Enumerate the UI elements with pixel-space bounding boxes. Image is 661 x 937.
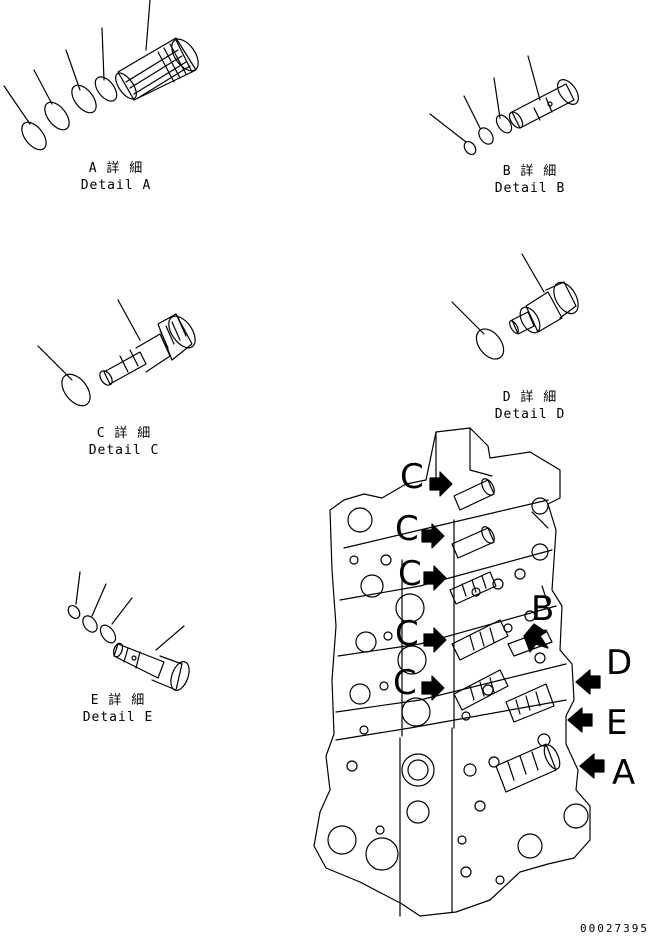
detail-c-caption-en: Detail C — [88, 443, 160, 458]
marker-b: B — [531, 589, 555, 629]
control-valve-assembly — [313, 427, 605, 917]
arrow-c1 — [429, 471, 453, 497]
marker-e: E — [606, 703, 628, 743]
marker-c3: C — [398, 554, 422, 594]
detail-c-caption: C 詳 細 Detail C — [78, 425, 170, 459]
arrow-c3 — [423, 565, 447, 591]
detail-a-caption-ja: A 詳 細 — [88, 161, 144, 176]
detail-d-drawing — [451, 253, 579, 360]
detail-e-caption: E 詳 細 Detail E — [72, 692, 164, 726]
detail-a-drawing — [3, 0, 199, 151]
marker-c2: C — [395, 509, 419, 549]
detail-a-caption: A 詳 細 Detail A — [70, 160, 162, 194]
arrow-e — [567, 707, 593, 733]
detail-e-caption-en: Detail E — [82, 710, 154, 725]
detail-d-caption-ja: D 詳 細 — [502, 390, 558, 405]
detail-a-caption-en: Detail A — [80, 178, 152, 193]
arrow-c5 — [421, 675, 445, 701]
marker-d: D — [606, 643, 633, 683]
detail-b-caption-en: Detail B — [494, 181, 566, 196]
marker-a: A — [612, 753, 636, 793]
detail-b-drawing — [429, 55, 579, 156]
arrow-b — [523, 623, 549, 653]
marker-c4: C — [395, 614, 419, 654]
detail-e-drawing — [67, 571, 190, 691]
arrow-c4 — [423, 627, 447, 653]
marker-c5: C — [393, 663, 417, 703]
detail-d-caption-en: Detail D — [494, 407, 566, 422]
marker-c1: C — [400, 457, 424, 497]
detail-c-caption-ja: C 詳 細 — [96, 426, 152, 441]
detail-b-caption-ja: B 詳 細 — [502, 164, 558, 179]
arrow-d — [575, 669, 601, 695]
arrow-a — [579, 753, 605, 779]
document-number: 00027395 — [580, 922, 649, 935]
detail-d-caption: D 詳 細 Detail D — [484, 389, 576, 423]
arrow-c2 — [421, 523, 445, 549]
detail-c-drawing — [37, 299, 196, 407]
detail-b-caption: B 詳 細 Detail B — [484, 163, 576, 197]
detail-e-caption-ja: E 詳 細 — [90, 693, 146, 708]
